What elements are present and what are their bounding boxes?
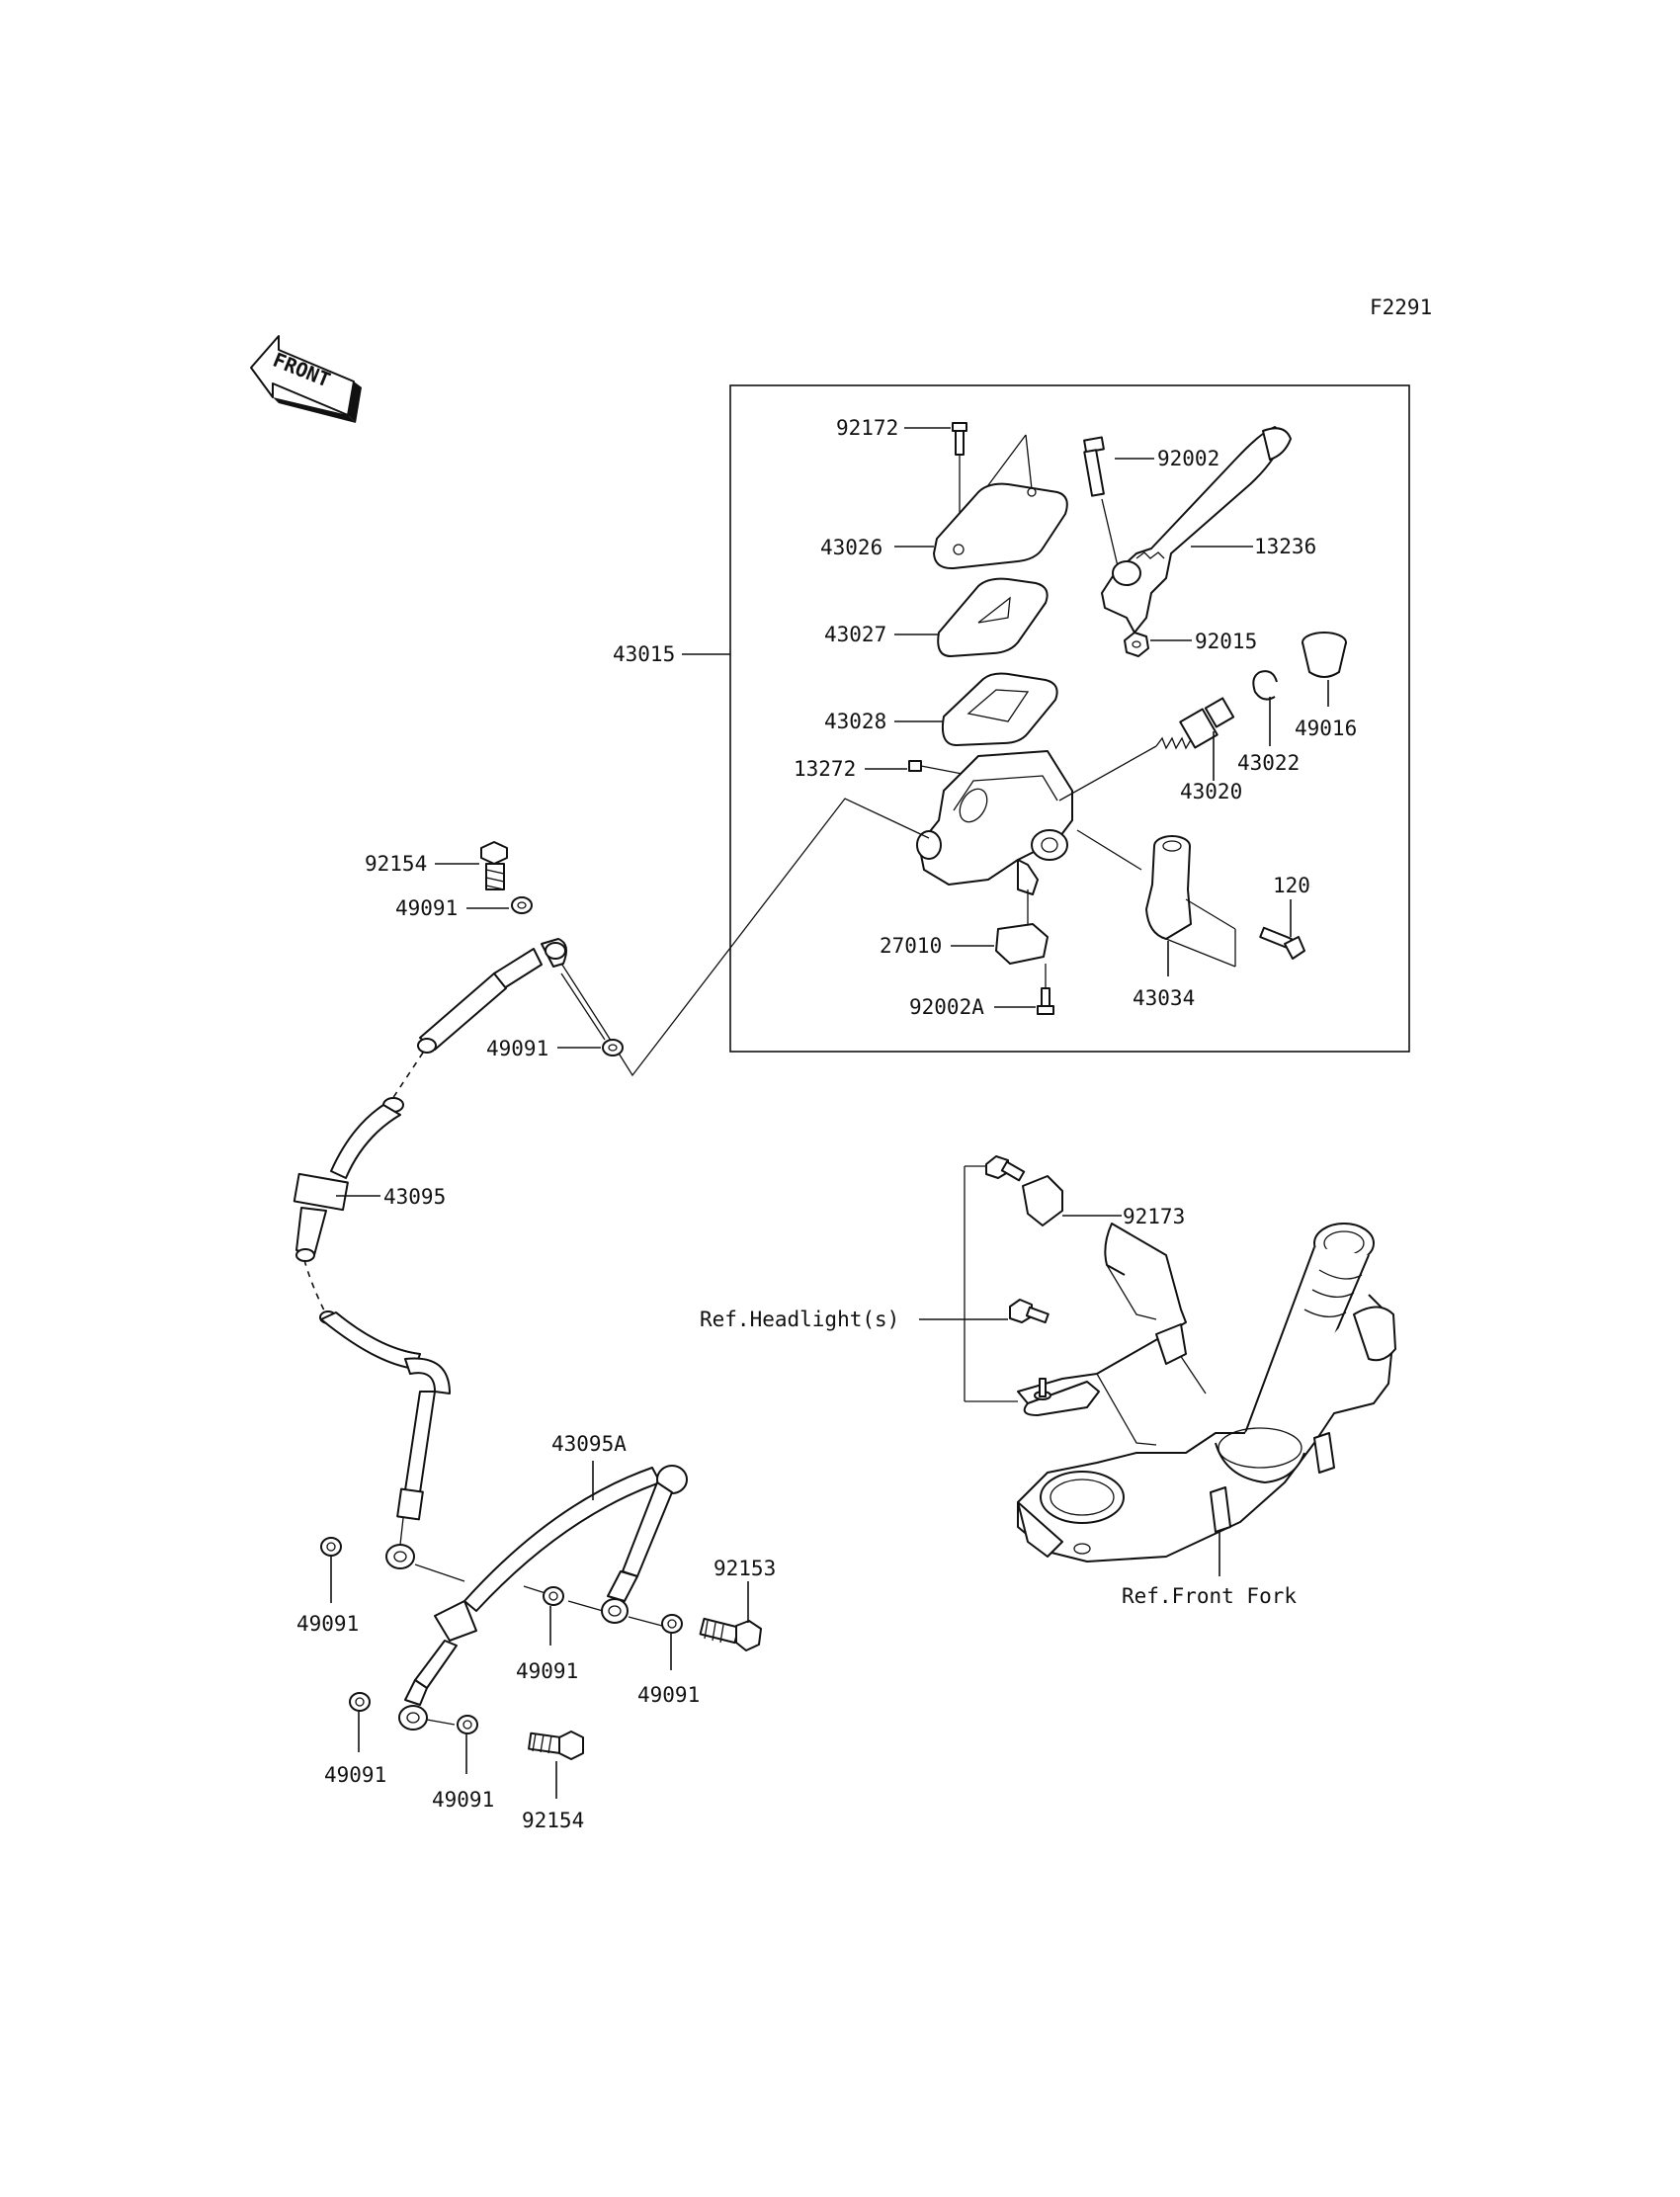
label-screw-cover: 92172	[836, 416, 898, 440]
label-washer-top-2: 49091	[486, 1037, 548, 1060]
label-circlip: 43022	[1237, 751, 1300, 775]
switch-screw-part	[1037, 964, 1054, 1015]
clamp-bolt-part	[1259, 926, 1305, 960]
banjo-bolt-top-part	[480, 841, 508, 890]
front-arrow-icon: FRONT	[250, 335, 362, 423]
switch-assy-part	[995, 889, 1049, 965]
label-banjo-bolt-bottom: 92154	[522, 1809, 584, 1832]
washer-right-part	[661, 1614, 683, 1634]
bracket-bolt-part	[985, 1155, 1063, 1226]
washer-bottom-left-part	[349, 1692, 371, 1712]
label-clamp-bolt: 120	[1273, 874, 1310, 897]
washer-bottom-mid-part	[457, 1715, 478, 1734]
label-bleeder: 13272	[794, 757, 856, 781]
circlip-part	[1252, 670, 1278, 701]
lever-nut-part	[1124, 632, 1149, 657]
label-washer-left: 49091	[296, 1612, 359, 1636]
label-washer-top-1: 49091	[395, 896, 458, 920]
diaphragm-plate-part	[937, 577, 1049, 657]
label-diaphragm-plate: 43027	[824, 623, 886, 646]
screw-cover-part	[952, 422, 967, 456]
hose-lower-part	[398, 1465, 688, 1731]
label-banjo-bolt-top: 92154	[365, 852, 427, 876]
label-lever-nut: 92015	[1195, 630, 1257, 653]
label-switch-assy: 27010	[880, 934, 942, 958]
master-cylinder-body-part	[916, 750, 1073, 895]
washer-left-part	[320, 1537, 342, 1557]
label-hose-upper: 43095	[383, 1185, 446, 1209]
banjo-bolt-right-part	[699, 1617, 762, 1651]
label-bracket-bolt: 92173	[1123, 1205, 1185, 1228]
washer-top-2-part	[602, 1039, 624, 1056]
label-lever: 13236	[1254, 535, 1316, 558]
assembly-box	[729, 384, 1410, 1053]
hose-upper-lower-part	[319, 1310, 451, 1569]
label-clamp: 43034	[1133, 986, 1195, 1010]
washer-top-1-part	[511, 896, 533, 914]
label-washer-bottom-mid: 49091	[432, 1788, 494, 1812]
headlight-bolt-part	[1009, 1299, 1050, 1324]
label-washer-bottom-left: 49091	[324, 1763, 386, 1787]
label-boot: 49016	[1295, 717, 1357, 740]
washer-mid-part	[543, 1586, 564, 1606]
fork-crown-part	[1017, 1223, 1396, 1563]
ref-headlight: Ref.Headlight(s)	[700, 1308, 899, 1331]
clamp-part	[1145, 835, 1192, 940]
lever-part	[1101, 426, 1292, 634]
reservoir-cap-part	[933, 482, 1068, 570]
label-hose-lower: 43095A	[551, 1432, 627, 1456]
headlight-bracket-part	[1017, 1223, 1207, 1446]
lever-bolt-part	[1083, 436, 1105, 497]
figure-code: F2291	[1370, 296, 1432, 319]
label-reservoir-cap: 43026	[820, 536, 882, 559]
label-washer-mid: 49091	[516, 1659, 578, 1683]
label-switch-screw: 92002A	[909, 995, 984, 1019]
piston-kit-part	[1155, 697, 1235, 750]
label-diaphragm: 43028	[824, 710, 886, 733]
hose-upper-mid-part	[293, 1097, 404, 1262]
diaphragm-part	[941, 672, 1058, 746]
ref-front-fork: Ref.Front Fork	[1122, 1584, 1297, 1608]
hose-upper-part	[417, 938, 568, 1054]
label-piston-kit: 43020	[1180, 780, 1242, 803]
label-washer-right: 49091	[637, 1683, 700, 1707]
assembly-label: 43015	[613, 642, 675, 666]
banjo-bolt-bottom-part	[528, 1731, 584, 1760]
boot-part	[1302, 632, 1347, 678]
label-banjo-bolt-right: 92153	[714, 1557, 776, 1580]
label-lever-bolt: 92002	[1157, 447, 1219, 470]
